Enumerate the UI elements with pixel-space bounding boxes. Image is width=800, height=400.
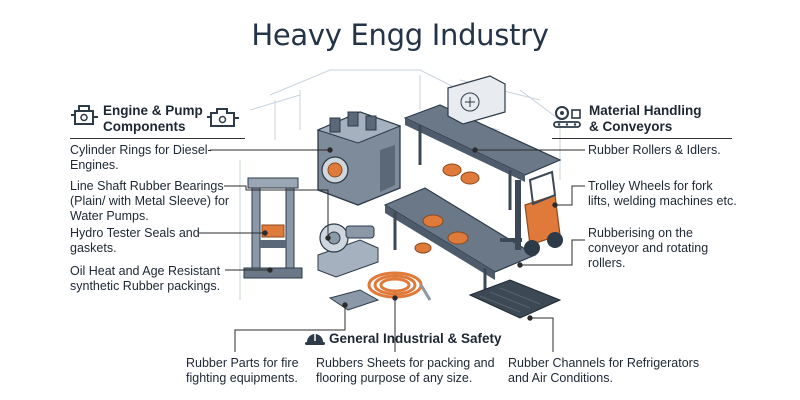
engine-heading-line1: Engine & Pump — [103, 103, 203, 118]
material-item-rubber-rollers: Rubber Rollers & Idlers. — [588, 143, 721, 157]
engine-warning-icon — [207, 108, 239, 127]
engine-item-line-shaft-bearings: Line Shaft Rubber Bearings (Plain/ with … — [70, 179, 230, 223]
general-section-heading: General Industrial & Safety — [329, 331, 502, 346]
material-heading-line2: & Conveyors — [589, 119, 673, 134]
rubber-floor-mat — [468, 279, 562, 319]
engine-item-hydro-tester-seals: Hydro Tester Seals and gaskets. — [70, 226, 200, 255]
leader-lines — [198, 147, 585, 352]
material-item-rubberising: Rubberising on the conveyor and rotating… — [588, 226, 709, 270]
material-section-heading: Material Handling & Conveyors — [589, 103, 702, 135]
material-section-rule — [552, 138, 732, 139]
rubber-hose — [367, 271, 432, 301]
material-item-trolley-wheels: Trolley Wheels for fork lifts, welding m… — [588, 179, 737, 208]
general-item-rubber-sheets: Rubbers Sheets for packing and flooring … — [316, 356, 495, 385]
engine-heading-line2: Components — [103, 119, 186, 134]
water-pump — [317, 223, 379, 278]
general-item-fire-fighting: Rubber Parts for fire fighting equipment… — [186, 356, 299, 385]
material-heading-line1: Material Handling — [589, 103, 702, 118]
engine-item-oil-heat-packings: Oil Heat and Age Resistant synthetic Rub… — [70, 264, 221, 293]
engine-section-rule — [70, 138, 245, 139]
diesel-engine — [316, 111, 402, 206]
forklift — [500, 170, 563, 256]
hydraulic-press — [243, 177, 303, 279]
engine-icon — [71, 105, 98, 125]
air-conditioner — [447, 75, 506, 125]
conveyor-icon — [553, 106, 581, 128]
general-item-rubber-channels: Rubber Channels for Refrigerators and Ai… — [508, 356, 700, 385]
page-title: Heavy Engg Industry — [251, 18, 549, 52]
engine-item-cylinder-rings: Cylinder Rings for Diesel- Engines. — [70, 143, 212, 172]
upper-conveyor — [403, 104, 562, 210]
helmet-icon — [305, 334, 325, 345]
engine-section-heading: Engine & Pump Components — [103, 103, 203, 135]
rubber-sheet — [328, 289, 380, 311]
